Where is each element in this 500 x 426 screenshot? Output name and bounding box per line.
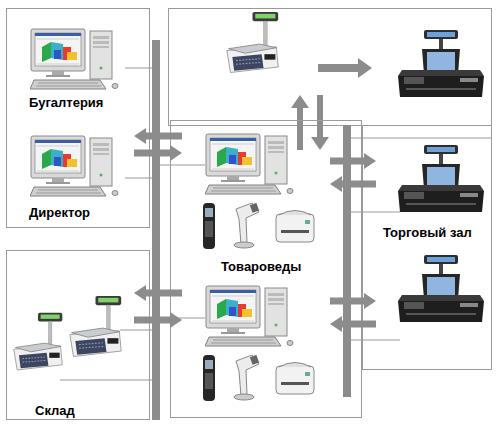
- arrow-shaft: [330, 153, 376, 169]
- computer: [30, 29, 118, 89]
- arrow-shaft: [330, 316, 376, 332]
- group-label: Директор: [29, 205, 139, 220]
- group-box: Склад: [6, 250, 150, 420]
- computer: [30, 136, 118, 196]
- wire: [125, 68, 152, 69]
- wire: [351, 138, 492, 139]
- barcode-scanner: [234, 203, 259, 248]
- wire: [160, 318, 205, 319]
- wire: [60, 380, 152, 381]
- computer: [205, 134, 293, 194]
- arrow-shaft: [134, 312, 182, 328]
- label-printer: [276, 363, 314, 395]
- arrow-shaft: [134, 128, 182, 144]
- network-wires: [60, 68, 492, 380]
- group-box: БугалтерияДиректор: [6, 8, 150, 228]
- flow-arrow: [291, 95, 309, 150]
- label-printer: [276, 211, 314, 243]
- wire: [160, 165, 205, 166]
- group-box: Товароведы: [170, 120, 362, 418]
- data-terminal: [203, 355, 215, 401]
- flow-arrow: [311, 95, 329, 150]
- pos-terminal: [398, 30, 484, 97]
- computer: [205, 286, 293, 346]
- data-exchange-arrow: [330, 293, 376, 332]
- arrow-shaft: [330, 293, 376, 309]
- data-exchange-arrow: [134, 128, 182, 161]
- label-scale: [227, 12, 278, 73]
- wire: [351, 340, 400, 341]
- network-bus: [152, 40, 160, 420]
- arrow-shaft: [134, 285, 182, 301]
- arrow-shaft: [330, 176, 376, 192]
- arrow-shaft: [134, 145, 182, 161]
- scale-area-frame: [169, 9, 492, 126]
- network-bus: [343, 125, 351, 397]
- group-label: Торговый зал: [383, 225, 491, 240]
- barcode-scanner: [234, 355, 259, 400]
- group-label: Бугалтерия: [29, 95, 139, 110]
- pos-terminal: [398, 255, 484, 322]
- data-terminal: [203, 203, 215, 249]
- wire: [125, 178, 152, 179]
- label-scale: [14, 313, 63, 370]
- pos-terminal: [398, 145, 484, 212]
- flow-arrow: [318, 58, 372, 78]
- data-exchange-arrow: [330, 153, 376, 192]
- group-label: Склад: [35, 403, 135, 418]
- data-exchange-arrow: [134, 285, 182, 328]
- wire: [351, 212, 400, 213]
- wire: [120, 330, 152, 331]
- group-box: Торговый зал: [362, 125, 492, 370]
- group-label: Товароведы: [221, 259, 341, 274]
- label-scale: [70, 296, 121, 357]
